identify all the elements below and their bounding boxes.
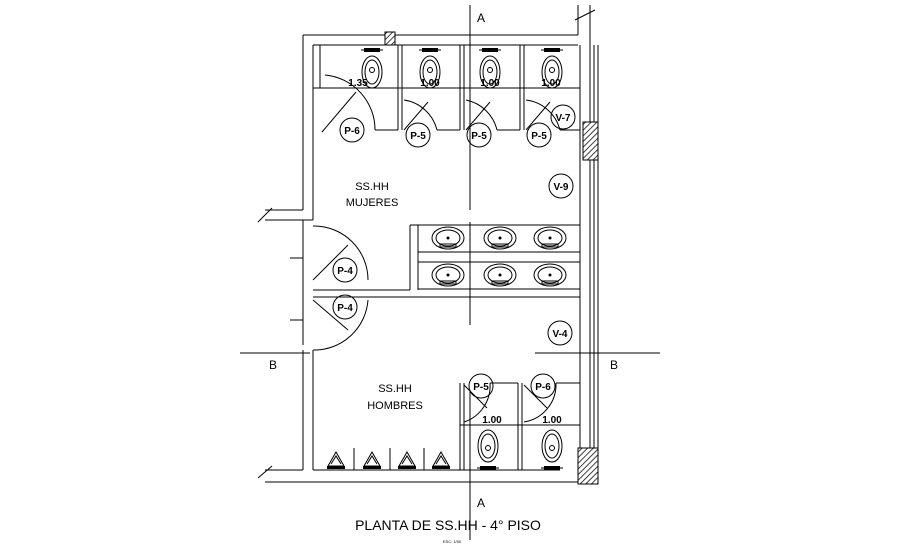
dimensions: 1.35 1.00 1.00 1.00 1.00 1.00 [348,78,562,426]
door-tag: P-6 [344,126,360,137]
columns [384,31,599,485]
room-label-women-line1: SS.HH [355,181,389,193]
drawing-title: PLANTA DE SS.HH - 4° PISO [355,517,541,533]
fixtures [326,47,567,471]
window-tag: V-9 [553,182,568,193]
walls [257,5,599,483]
door-tag: P-4 [337,266,353,277]
door-tag: P-5 [410,131,426,142]
axis-label-a-top: A [477,11,485,25]
room-labels: SS.HH MUJERES SS.HH HOMBRES [346,181,423,412]
window-tags: V-7 V-9 V-4 [552,113,570,340]
door-tags: P-6 P-5 P-5 P-5 P-4 P-4 P-5 P-6 [337,126,551,393]
room-label-men-line1: SS.HH [378,383,412,395]
drawing-scale: ESC: 1/50 [443,539,462,544]
dimension-label: 1.00 [482,415,502,426]
axis-label-b-right: B [610,358,618,372]
axis-labels: A A B B [269,11,618,510]
tag-circles [332,104,576,399]
window-tag: V-4 [552,329,567,340]
room-label-men-line2: HOMBRES [367,400,423,412]
axis-label-a-bottom: A [477,496,485,510]
door-tag: P-5 [471,131,487,142]
door-tag: P-5 [531,131,547,142]
dimension-label: 1.00 [420,78,440,89]
door-tag: P-6 [535,382,551,393]
window-tag: V-7 [555,113,570,124]
axis-label-b-left: B [269,358,277,372]
dimension-label: 1.00 [542,415,562,426]
dimension-label: 1.35 [348,78,368,89]
dimension-label: 1.00 [480,78,500,89]
door-tag: P-4 [337,303,353,314]
room-label-women-line2: MUJERES [346,197,399,209]
dimension-label: 1.00 [541,78,561,89]
door-tag: P-5 [473,382,489,393]
doors [312,74,561,423]
